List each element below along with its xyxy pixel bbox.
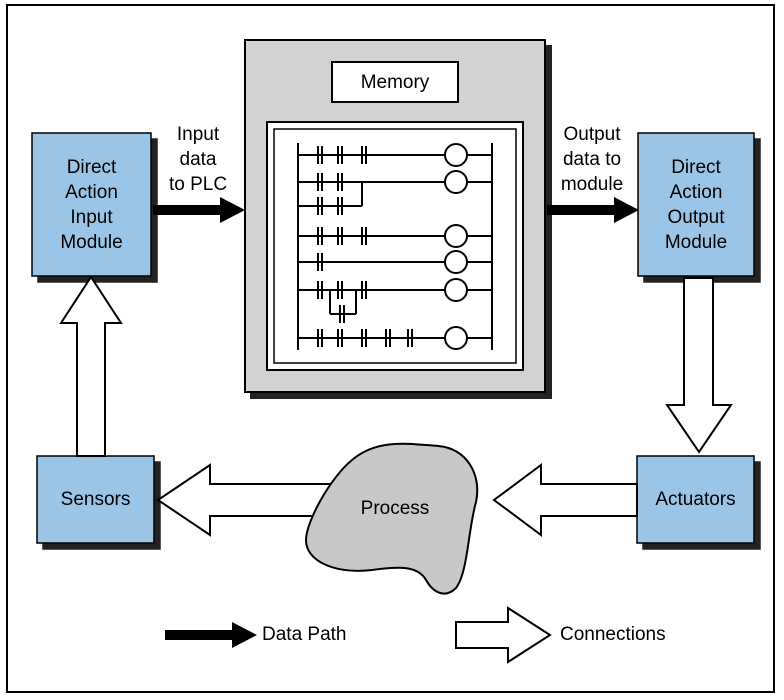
legend-connections-arrow [455, 606, 552, 664]
output-data-label: Output data to module [560, 124, 624, 195]
input-data-label: Input data to PLC [168, 124, 228, 195]
actuators-to-process-arrow [492, 463, 638, 537]
input-data-arrow [153, 197, 245, 223]
sensors-box [36, 455, 155, 544]
sensors-label: Sensors [60, 489, 131, 510]
output-to-actuators-arrow [665, 277, 733, 454]
input-module-label: Direct Action Input Module [60, 156, 123, 253]
sensors-to-input-arrow [59, 275, 123, 457]
actuators-box [636, 455, 755, 544]
legend-data-path-label: Data Path [262, 624, 347, 645]
memory-box [331, 61, 459, 103]
output-module-box [637, 132, 755, 277]
output-module-label: Direct Action Output Module [664, 156, 728, 253]
legend-connections-label: Connections [560, 624, 666, 645]
input-module-box [31, 132, 152, 277]
process-blob [304, 442, 479, 595]
output-data-arrow [547, 197, 639, 223]
legend-data-path-arrow [165, 622, 257, 648]
ladder-program-inner [273, 128, 517, 364]
process-label: Process [360, 498, 430, 519]
memory-label: Memory [360, 71, 430, 93]
actuators-label: Actuators [655, 489, 736, 510]
ladder-logic [297, 143, 493, 350]
